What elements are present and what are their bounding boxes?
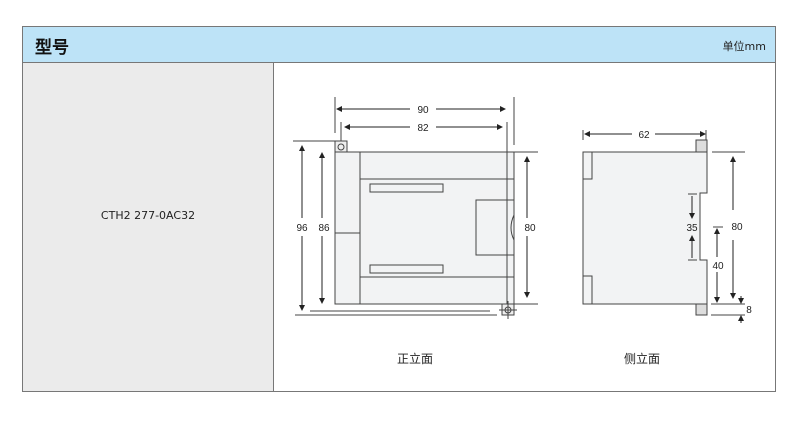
dim-35: 35	[686, 223, 698, 234]
table-header: 型号 单位mm	[23, 27, 775, 63]
model-cell: CTH2 277-0AC32	[23, 63, 274, 391]
dim-80: 80	[524, 223, 536, 234]
side-view	[582, 130, 745, 316]
dim-86: 86	[318, 223, 330, 234]
dim-96: 96	[296, 223, 308, 234]
connector-slot	[369, 183, 444, 193]
unit-label: 单位mm	[722, 40, 766, 53]
dim-40: 40	[712, 261, 724, 272]
dim-62: 62	[638, 130, 650, 141]
side-view-caption: 侧立面	[624, 352, 661, 366]
connector-slot	[369, 264, 444, 274]
front-view-caption: 正立面	[397, 352, 434, 366]
header-title: 型号	[35, 38, 69, 58]
side-dimension-lines	[584, 131, 744, 323]
dim-side-80: 80	[731, 222, 743, 233]
dim-82: 82	[417, 123, 429, 134]
model-number: CTH2 277-0AC32	[100, 209, 196, 222]
front-dimension-lines	[299, 106, 530, 311]
dimension-table: 型号 单位mm CTH2 277-0AC32	[22, 26, 776, 392]
dim-90: 90	[417, 105, 429, 116]
front-view	[293, 97, 538, 319]
dim-8: 8	[746, 305, 752, 316]
